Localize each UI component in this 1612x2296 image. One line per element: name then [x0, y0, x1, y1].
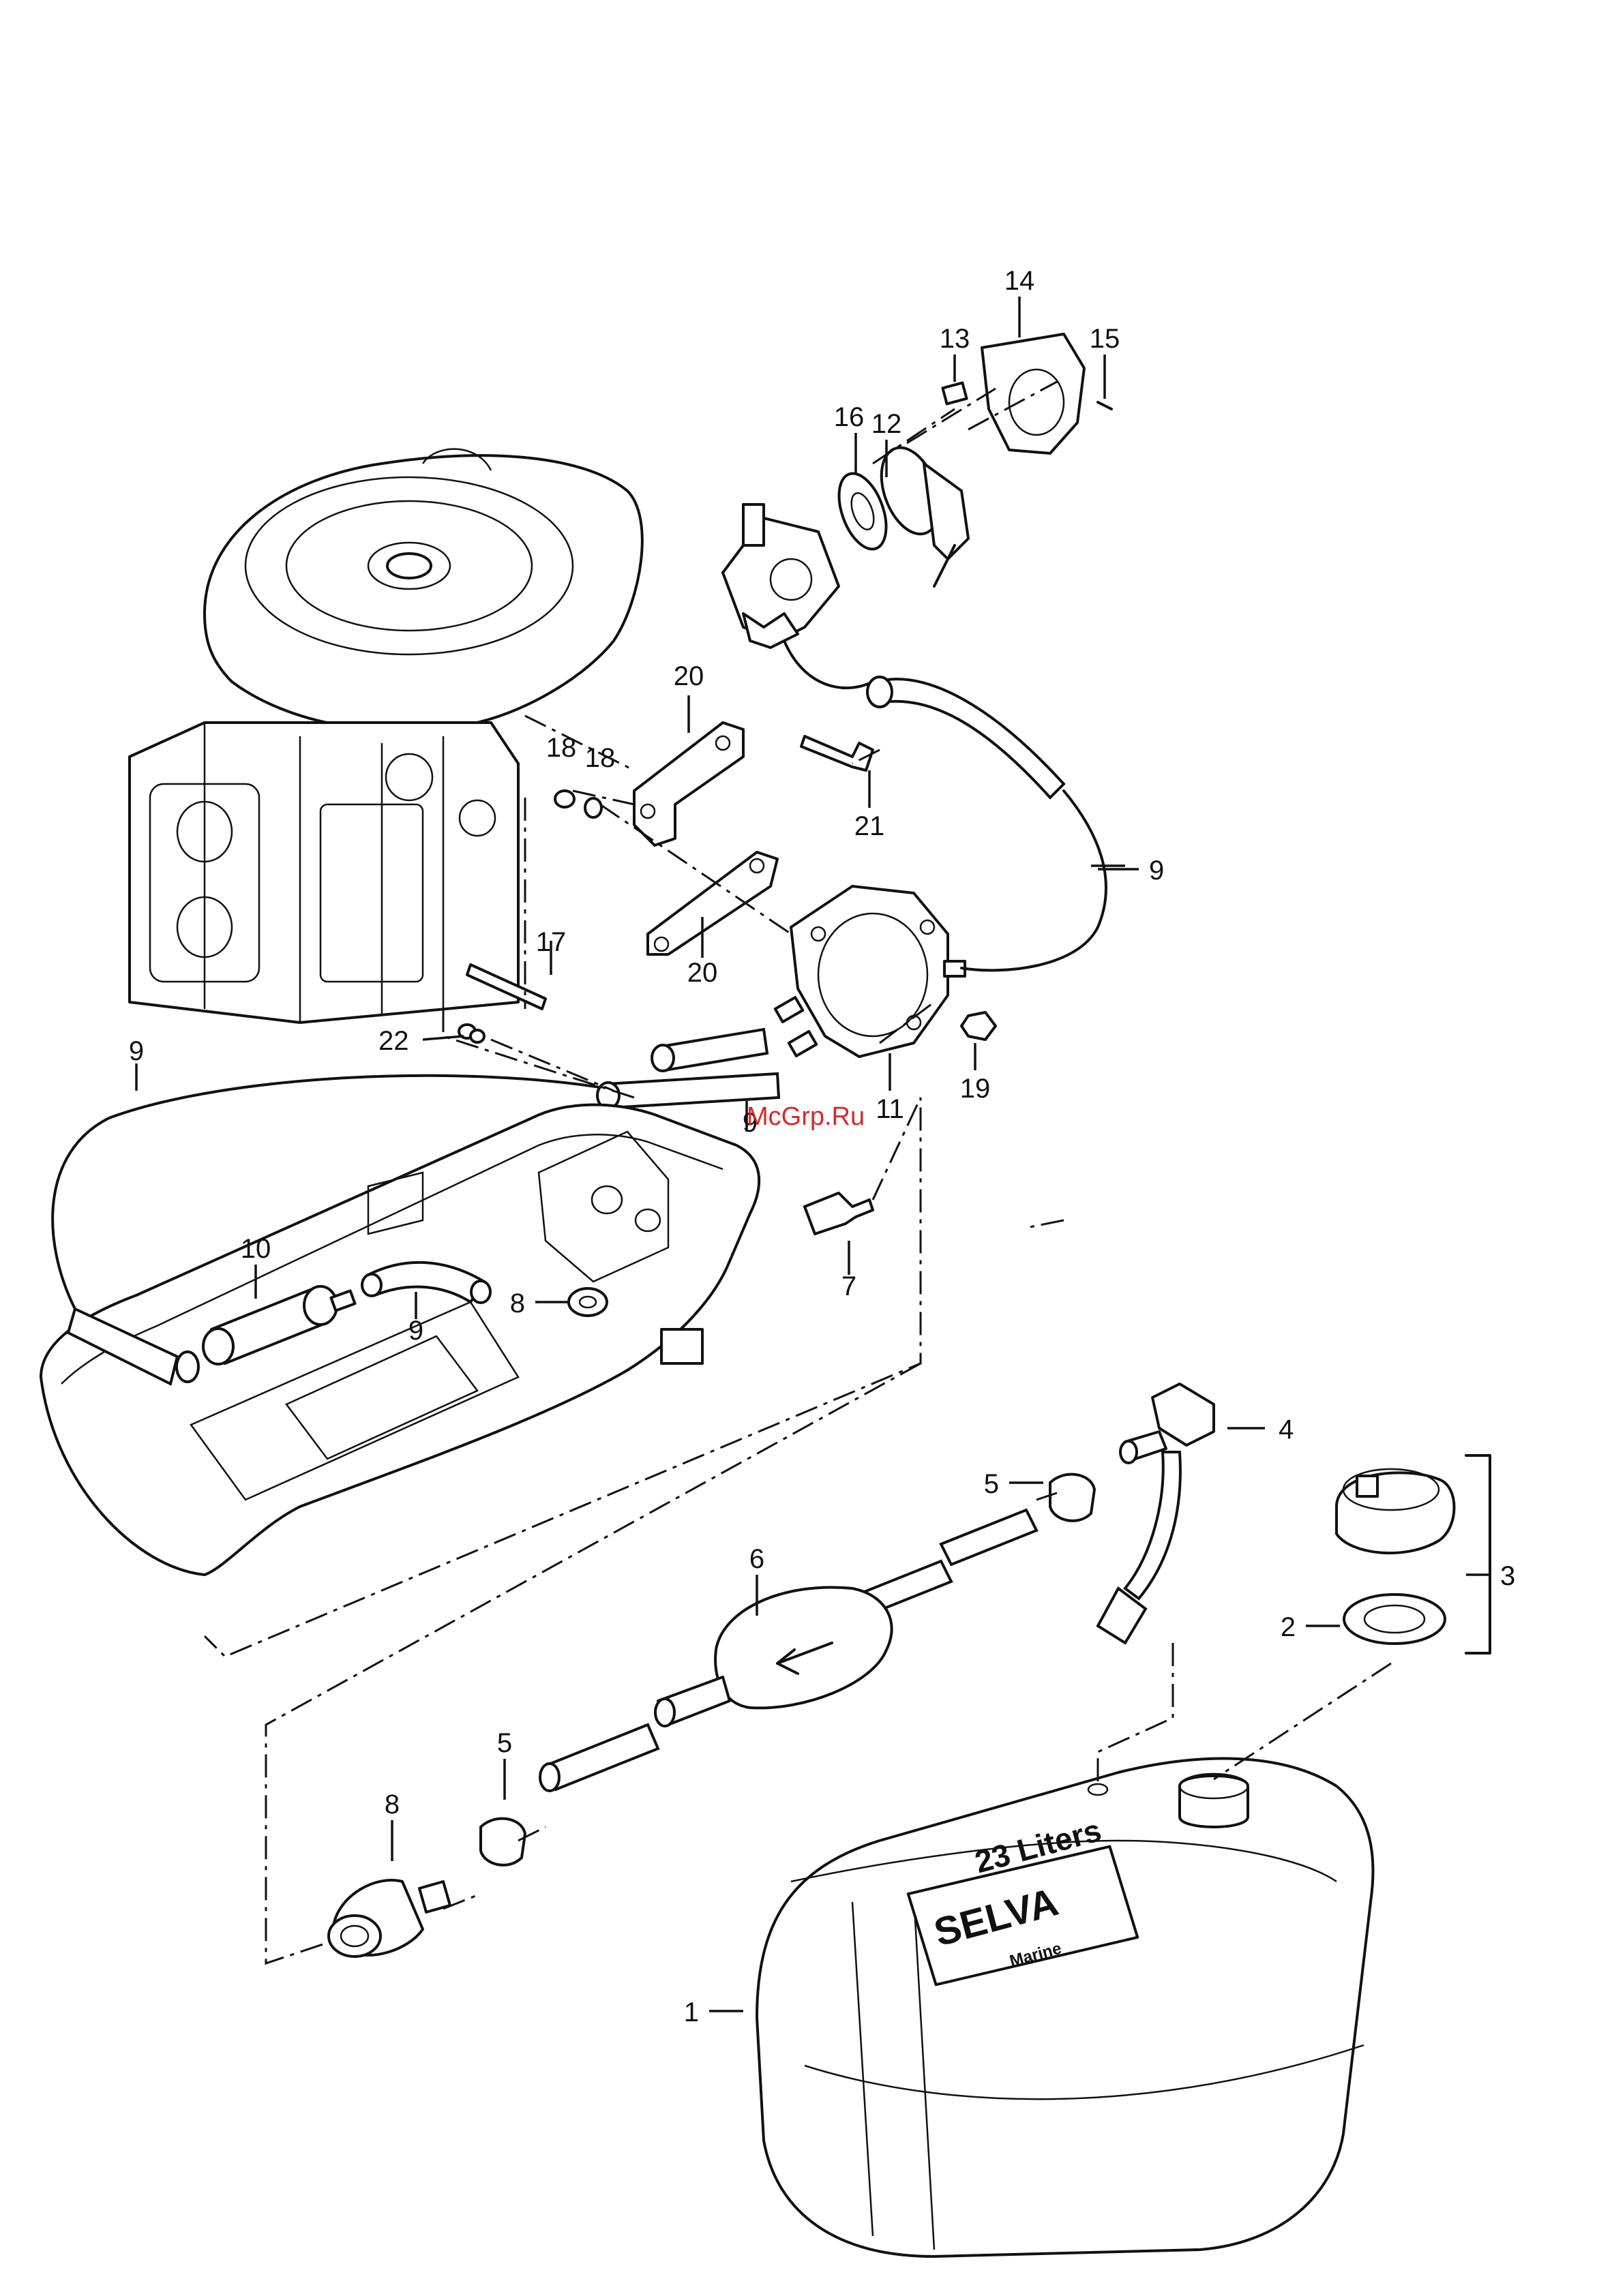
fuel-tank-cap [1337, 1469, 1454, 1553]
callout-14: 14 [1004, 266, 1035, 296]
cover-pin [1098, 402, 1111, 409]
bracket-lower [648, 852, 777, 954]
quick-connector [329, 1880, 450, 1957]
callout-7: 8 [385, 1789, 400, 1819]
manifold-bolt [942, 383, 966, 404]
cap-gasket [1344, 1595, 1445, 1644]
pump-nut [961, 1012, 996, 1040]
carburetor [723, 504, 839, 648]
hose-fitting-upper [459, 1025, 484, 1042]
callout-17: 17 [536, 927, 567, 957]
callout-16: 16 [834, 402, 865, 432]
callout-22: 22 [378, 1026, 409, 1056]
callout-21: 21 [854, 811, 885, 841]
fuel-pump [775, 886, 965, 1057]
bracket-upper [634, 723, 743, 845]
callout-20-upper: 20 [674, 661, 704, 691]
watermark: McGrp.Ru [747, 1102, 865, 1131]
callout-10: 10 [241, 1234, 271, 1264]
callout-8-left: 8 [510, 1288, 525, 1318]
fuel-hose-pump-inlet [597, 1029, 779, 1108]
callout-9-cowl: 9 [408, 1316, 423, 1346]
callout-8-right: 7 [841, 1271, 856, 1301]
callout-4: 4 [1279, 1415, 1294, 1445]
bottom-cowl [41, 1105, 759, 1575]
callout-15: 15 [1090, 324, 1120, 354]
tank-bracket-3 [1466, 1455, 1490, 1653]
callout-3: 3 [1500, 1561, 1515, 1591]
callout-12: 12 [871, 409, 902, 439]
callout-11: 11 [876, 1094, 904, 1124]
hose-connector [805, 1193, 873, 1234]
fuel-tank-fitting [1098, 1384, 1214, 1643]
hose-clamp-upper [1050, 1475, 1094, 1521]
callout-18-left: 18 [546, 733, 577, 763]
callout-5-lower: 5 [497, 1728, 512, 1758]
callout-9-right: 9 [1149, 856, 1164, 886]
grommet [569, 1288, 607, 1316]
callout-19: 19 [960, 1074, 991, 1104]
callout-5-upper: 5 [984, 1469, 999, 1499]
callout-1: 1 [684, 1997, 699, 2027]
callout-9-left: 9 [129, 1036, 144, 1066]
callout-6: 6 [749, 1544, 764, 1574]
hose-clamp-lower [481, 1819, 525, 1865]
bracket-bolt [801, 736, 873, 770]
callout-2: 2 [1281, 1612, 1296, 1642]
primer-bulb [540, 1510, 1036, 1791]
callout-18-right: 18 [585, 743, 616, 773]
callout-20-lower: 20 [687, 958, 718, 988]
callout-13: 13 [940, 324, 970, 354]
